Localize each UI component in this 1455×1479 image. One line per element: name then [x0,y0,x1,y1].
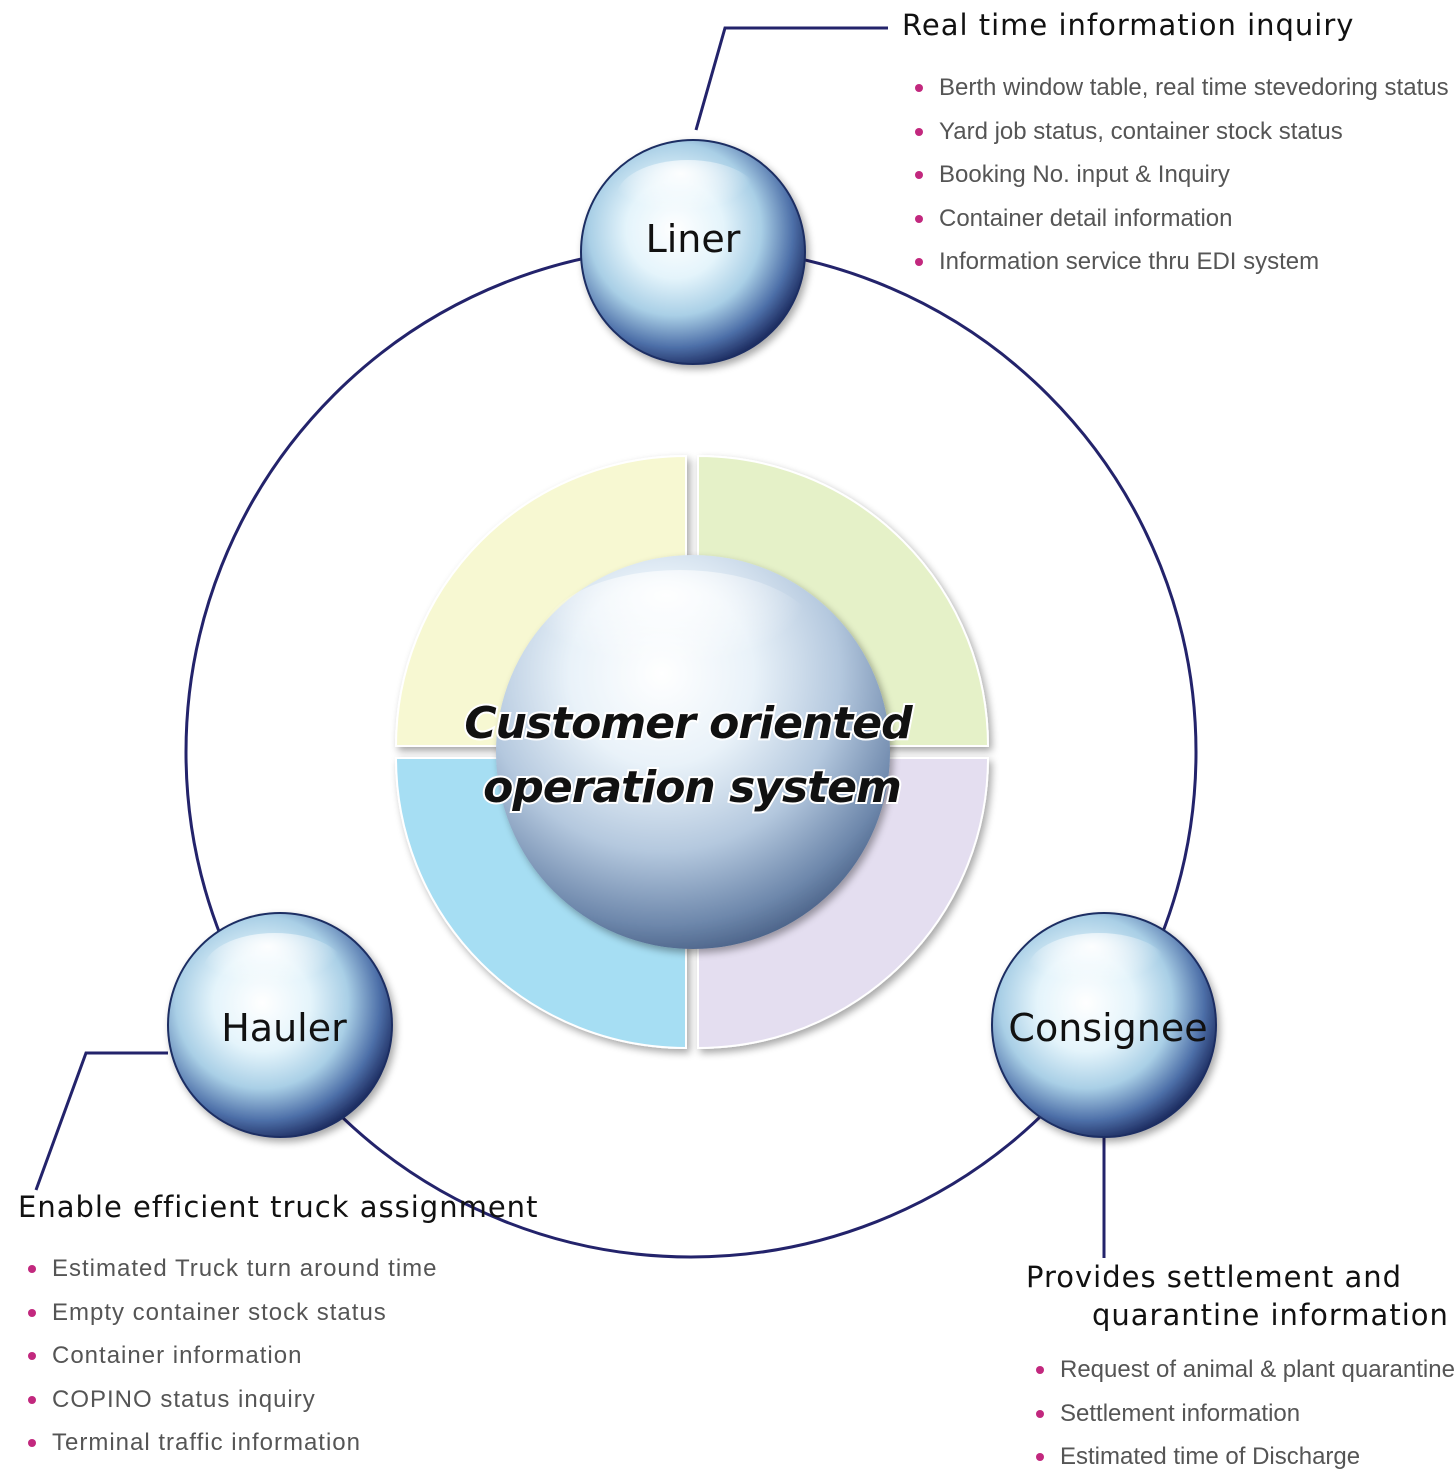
liner-node: Liner [580,139,806,365]
center-sphere-highlight [540,570,820,710]
hauler-info-heading: Enable efficient truck assignment [18,1190,539,1224]
list-item: Request of animal & plant quarantine [1032,1348,1455,1392]
consignee-orb-highlight [1027,933,1171,1009]
consignee-label: Consignee [1008,1006,1207,1050]
bullet-icon [1036,1453,1044,1462]
hauler-info-list: Estimated Truck turn around time Empty c… [24,1247,538,1465]
list-item: Container information [24,1334,538,1378]
consignee-info-list: Request of animal & plant quarantine Set… [1032,1348,1455,1479]
list-item: Container detail information [911,197,1449,241]
list-item: Information service thru EDI system [911,240,1449,284]
consignee-info-heading-line2: quarantine information [1092,1298,1449,1332]
liner-info-heading: Real time information inquiry [902,8,1355,42]
bullet-icon [1036,1366,1044,1374]
consignee-node: Consignee [991,912,1217,1138]
list-item: Empty container stock status [24,1291,538,1335]
hauler-orb-highlight [203,933,347,1009]
list-item: Settlement information [1032,1392,1455,1436]
bullet-icon [915,171,923,180]
bullet-icon [915,214,923,223]
list-item: Booking No. input & Inquiry [911,153,1449,197]
list-item: Estimated Truck turn around time [24,1247,538,1291]
liner-orb-highlight [616,160,760,236]
bullet-icon [28,1265,36,1273]
consignee-info-block: Provides settlement and quarantine infor… [1026,1258,1455,1479]
bullet-icon [28,1439,36,1448]
bullet-icon [915,127,923,136]
list-item: COPINO status inquiry [24,1378,538,1422]
hauler-connector-line [34,1051,168,1191]
bullet-icon [915,258,923,267]
list-item: Berth window table, real time stevedorin… [911,66,1449,110]
hauler-label: Hauler [221,1006,347,1050]
hauler-info-block: Enable efficient truck assignment Estima… [18,1188,538,1465]
liner-info-list: Berth window table, real time stevedorin… [911,66,1449,284]
bullet-icon [28,1308,36,1317]
center-title-line2: operation system [483,762,901,813]
bullet-icon [1036,1409,1044,1418]
liner-info-block: Real time information inquiry Berth wind… [902,6,1449,284]
liner-label: Liner [646,217,741,261]
bullet-icon [28,1395,36,1404]
list-item: Terminal traffic information [24,1421,538,1465]
list-item: Estimated time of Discharge [1032,1435,1455,1479]
bullet-icon [915,84,923,92]
hauler-node: Hauler [167,912,393,1138]
list-item: Yard job status, container stock status [911,110,1449,154]
center-title-line1: Customer oriented [464,698,913,749]
liner-connector-line [694,26,888,131]
bullet-icon [28,1352,36,1361]
consignee-info-heading-line1: Provides settlement and [1026,1260,1403,1294]
